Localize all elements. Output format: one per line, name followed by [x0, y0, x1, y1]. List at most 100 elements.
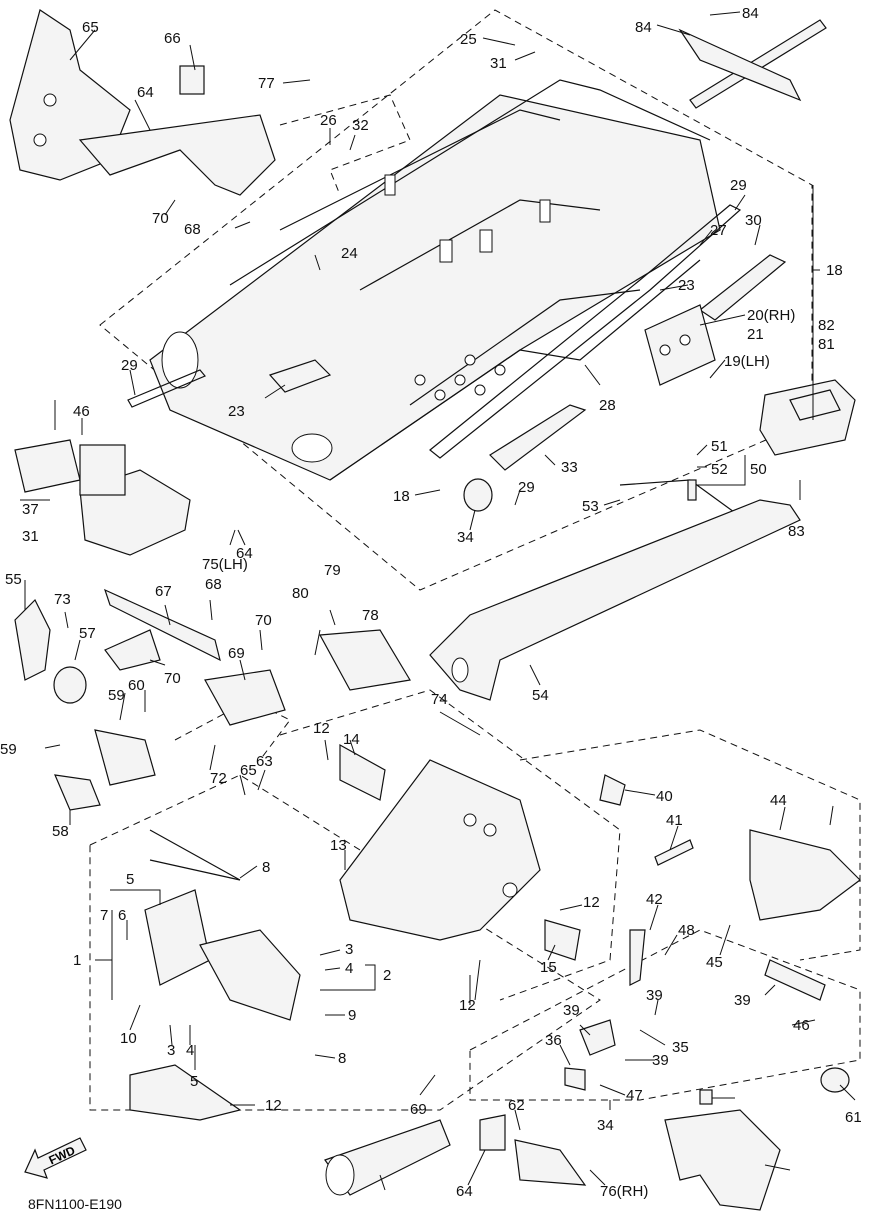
callout: 78: [362, 607, 379, 624]
callout: 70: [164, 670, 181, 687]
callout: 54: [532, 687, 549, 704]
callout: 24: [341, 245, 358, 262]
part-58: [179, 65, 205, 95]
callout: 76(RH): [600, 1183, 648, 1200]
callout: 32: [352, 117, 369, 134]
part-72: [319, 629, 411, 691]
callout: 64: [236, 545, 253, 562]
middle-body: [339, 743, 581, 961]
part-81-82: [664, 1089, 781, 1211]
callout: 68: [184, 221, 201, 238]
callout: 64: [137, 84, 154, 101]
callout: 19(LH): [724, 353, 770, 370]
callout: 46: [73, 403, 90, 420]
callout: 45: [706, 954, 723, 971]
part-41-33: [749, 829, 861, 1001]
callout: 37: [22, 501, 39, 518]
callout: 15: [540, 959, 557, 976]
callout: 47: [626, 1087, 643, 1104]
callout: 13: [330, 837, 347, 854]
callout: 69: [228, 645, 245, 662]
callout: 6: [118, 907, 126, 924]
callout: 44: [770, 792, 787, 809]
callout: 46: [793, 1017, 810, 1034]
callout: 4: [186, 1042, 194, 1059]
callout: 69: [410, 1101, 427, 1118]
callout: 65: [240, 762, 257, 779]
callout: 55: [5, 571, 22, 588]
callout: 21: [747, 326, 764, 343]
part-32: [564, 1067, 586, 1091]
callouts: 65 64 66 70 68 77 26 32 25 31 84 84 29 2…: [0, 5, 862, 1200]
part-66: [104, 629, 161, 671]
part-43-44: [54, 729, 156, 811]
callout: 67: [155, 583, 172, 600]
callout: 35: [672, 1039, 689, 1056]
callout: 42: [646, 891, 663, 908]
part-63: [103, 588, 221, 662]
part-36: [599, 774, 626, 806]
callout: 68: [205, 576, 222, 593]
callout: 83: [788, 523, 805, 540]
part-51: [820, 1067, 850, 1093]
callout: 34: [597, 1117, 614, 1134]
part-34-42: [14, 439, 191, 556]
callout: 77: [258, 75, 275, 92]
part-55: [53, 666, 87, 704]
callout: 48: [678, 922, 695, 939]
front-frame: [9, 9, 276, 196]
callout: 23: [228, 403, 245, 420]
callout: 8: [338, 1050, 346, 1067]
callout: 30: [745, 212, 762, 229]
callout: 5: [190, 1073, 198, 1090]
callout: 33: [561, 459, 578, 476]
callout: 18: [393, 488, 410, 505]
callout: 66: [164, 30, 181, 47]
callout: 18: [826, 262, 843, 279]
callout: 51: [711, 438, 728, 455]
part-37: [654, 839, 694, 866]
part-75-76: [759, 379, 856, 456]
fwd-arrow-icon: FWD: [24, 1137, 87, 1179]
part-65: [204, 669, 286, 726]
callout: 12: [583, 894, 600, 911]
callout: 72: [210, 770, 227, 787]
callout: 74: [431, 691, 448, 708]
callout: 39: [646, 987, 663, 1004]
callout: 57: [79, 625, 96, 642]
callout: 63: [256, 753, 273, 770]
callout: 3: [167, 1042, 175, 1059]
callout: 27: [710, 222, 727, 239]
lower-bracket-assembly: [129, 829, 301, 1121]
callout: 53: [582, 498, 599, 515]
callout: 1: [73, 952, 81, 969]
callout: 65: [82, 19, 99, 36]
callout: 58: [52, 823, 69, 840]
callout: 12: [459, 997, 476, 1014]
callout: 81: [818, 336, 835, 353]
callout: 20(RH): [747, 307, 795, 324]
callout: 9: [348, 1007, 356, 1024]
callout: 39: [563, 1002, 580, 1019]
callout: 2: [383, 967, 391, 984]
callout: 39: [652, 1052, 669, 1069]
callout: 73: [54, 591, 71, 608]
callout: 64: [456, 1183, 473, 1200]
callout: 31: [490, 55, 507, 72]
callout: 84: [635, 19, 652, 36]
callout: 4: [345, 960, 353, 977]
callout: 39: [734, 992, 751, 1009]
callout: 5: [126, 871, 134, 888]
part-53: [14, 598, 51, 681]
callout: 29: [730, 177, 747, 194]
part-80-54-52: [324, 1114, 587, 1196]
callout: 41: [666, 812, 683, 829]
callout: 3: [345, 941, 353, 958]
callout: 7: [100, 907, 108, 924]
callout: 26: [320, 112, 337, 129]
callout: 59: [108, 687, 125, 704]
callout: 70: [255, 612, 272, 629]
leader-lines: [20, 11, 856, 1191]
main-frame: [127, 79, 787, 512]
